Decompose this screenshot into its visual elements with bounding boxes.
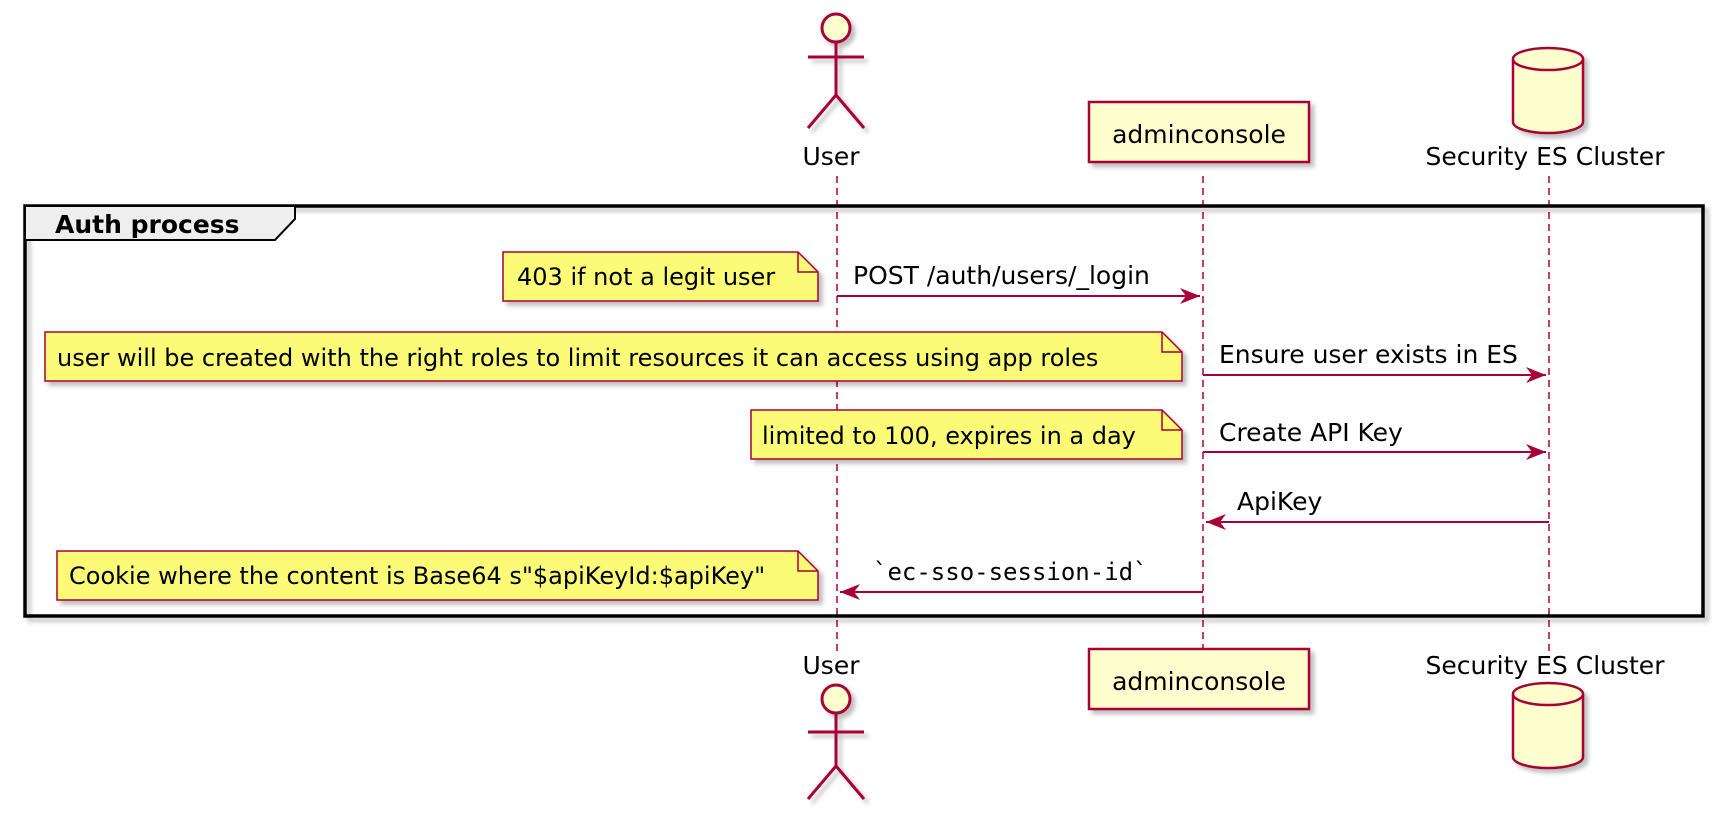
note-cookie-text: Cookie where the content is Base64 s"$ap… xyxy=(69,562,765,590)
participant-security-label-top: Security ES Cluster xyxy=(1426,142,1666,171)
participant-user-label-top: User xyxy=(803,142,861,171)
database-security-bottom-icon xyxy=(1511,681,1585,770)
participant-adminconsole-label-bottom: adminconsole xyxy=(1112,667,1286,696)
note-user-created-text: user will be created with the right role… xyxy=(57,344,1098,372)
group-frame xyxy=(23,204,1705,618)
message-label-apikey: ApiKey xyxy=(1237,487,1322,516)
note-403-text: 403 if not a legit user xyxy=(517,263,775,291)
note-403 xyxy=(502,251,819,302)
participant-security-label-bottom: Security ES Cluster xyxy=(1426,651,1666,680)
message-label-create-api-key: Create API Key xyxy=(1219,418,1403,447)
message-label-ensure-user: Ensure user exists in ES xyxy=(1219,340,1518,369)
message-label-session-id: `ec-sso-session-id` xyxy=(873,558,1148,586)
group-title: Auth process xyxy=(55,210,240,239)
note-cookie xyxy=(56,550,819,601)
note-limited xyxy=(750,409,1183,460)
actor-user-top-icon xyxy=(806,12,866,129)
group-title-tab xyxy=(24,205,296,241)
note-limited-text: limited to 100, expires in a day xyxy=(762,422,1136,450)
actor-user-bottom-icon xyxy=(806,683,866,800)
message-label-login: POST /auth/users/_login xyxy=(853,261,1150,290)
database-security-top-icon xyxy=(1511,46,1585,135)
participant-adminconsole-label-top: adminconsole xyxy=(1112,120,1286,149)
participant-user-label-bottom: User xyxy=(803,651,861,680)
note-user-created xyxy=(44,331,1183,382)
participant-adminconsole-top-box xyxy=(1087,100,1311,164)
participant-adminconsole-bottom-box xyxy=(1087,647,1311,711)
